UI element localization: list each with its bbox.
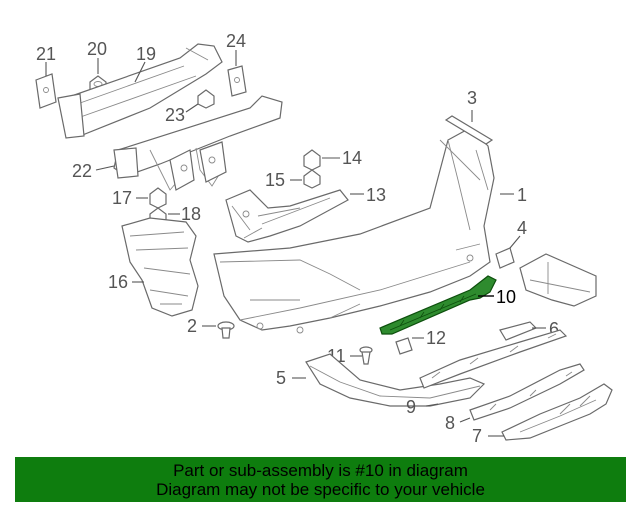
part-15-nut[interactable]: 15: [265, 169, 321, 190]
callout-24: 24: [226, 31, 246, 51]
callout-21: 21: [36, 44, 56, 64]
banner-line-2: Diagram may not be specific to your vehi…: [156, 480, 485, 499]
callout-12: 12: [426, 328, 446, 348]
part-19-reinforcement[interactable]: 19: [57, 43, 223, 139]
callout-4: 4: [517, 218, 527, 238]
part-16-side-bracket[interactable]: 16: [108, 217, 199, 317]
callout-17: 17: [112, 188, 132, 208]
callout-10: 10: [496, 287, 516, 307]
part-7-skid-plate[interactable]: 7: [472, 383, 613, 446]
banner-line-1: Part or sub-assembly is #10 in diagram: [173, 461, 468, 480]
callout-3: 3: [467, 88, 477, 108]
callout-8: 8: [445, 413, 455, 433]
part-17-nut[interactable]: 17: [112, 187, 167, 209]
callout-1: 1: [517, 185, 527, 205]
part-24-bracket[interactable]: 24: [226, 31, 247, 97]
callout-20: 20: [87, 39, 107, 59]
part-10-highlighted[interactable]: 10: [379, 275, 516, 335]
part-13-bracket[interactable]: 13: [225, 185, 386, 243]
part-3-strip[interactable]: 3: [444, 88, 494, 145]
part-2-clip[interactable]: 2: [187, 316, 235, 339]
part-6-trim[interactable]: 6: [499, 253, 597, 341]
part-4-bracket[interactable]: 4: [495, 218, 527, 269]
part-9-strip[interactable]: 9: [406, 329, 568, 417]
part-21-bracket[interactable]: 21: [35, 44, 57, 109]
info-banner: Part or sub-assembly is #10 in diagram D…: [15, 457, 626, 502]
callout-2: 2: [187, 316, 197, 336]
callout-13: 13: [366, 185, 386, 205]
part-12-clip[interactable]: 12: [395, 328, 446, 355]
callout-22: 22: [72, 161, 92, 181]
part-14-nut[interactable]: 14: [303, 148, 362, 171]
part-23-nut[interactable]: 23: [165, 89, 215, 125]
callout-15: 15: [265, 170, 285, 190]
parts-diagram: 21 20 19 22 23 24: [35, 31, 613, 446]
callout-5: 5: [276, 368, 286, 388]
callout-19: 19: [136, 44, 156, 64]
part-5-valance[interactable]: 5: [276, 353, 486, 407]
callout-9: 9: [406, 397, 416, 417]
callout-14: 14: [342, 148, 362, 168]
callout-16: 16: [108, 272, 128, 292]
callout-23: 23: [165, 105, 185, 125]
part-22-tow-hitch[interactable]: 22: [72, 95, 283, 191]
callout-18: 18: [181, 204, 201, 224]
part-1-bumper-cover[interactable]: 1: [213, 127, 527, 334]
callout-6: 6: [549, 319, 559, 339]
callout-7: 7: [472, 426, 482, 446]
part-8-strip[interactable]: 8: [445, 363, 585, 433]
